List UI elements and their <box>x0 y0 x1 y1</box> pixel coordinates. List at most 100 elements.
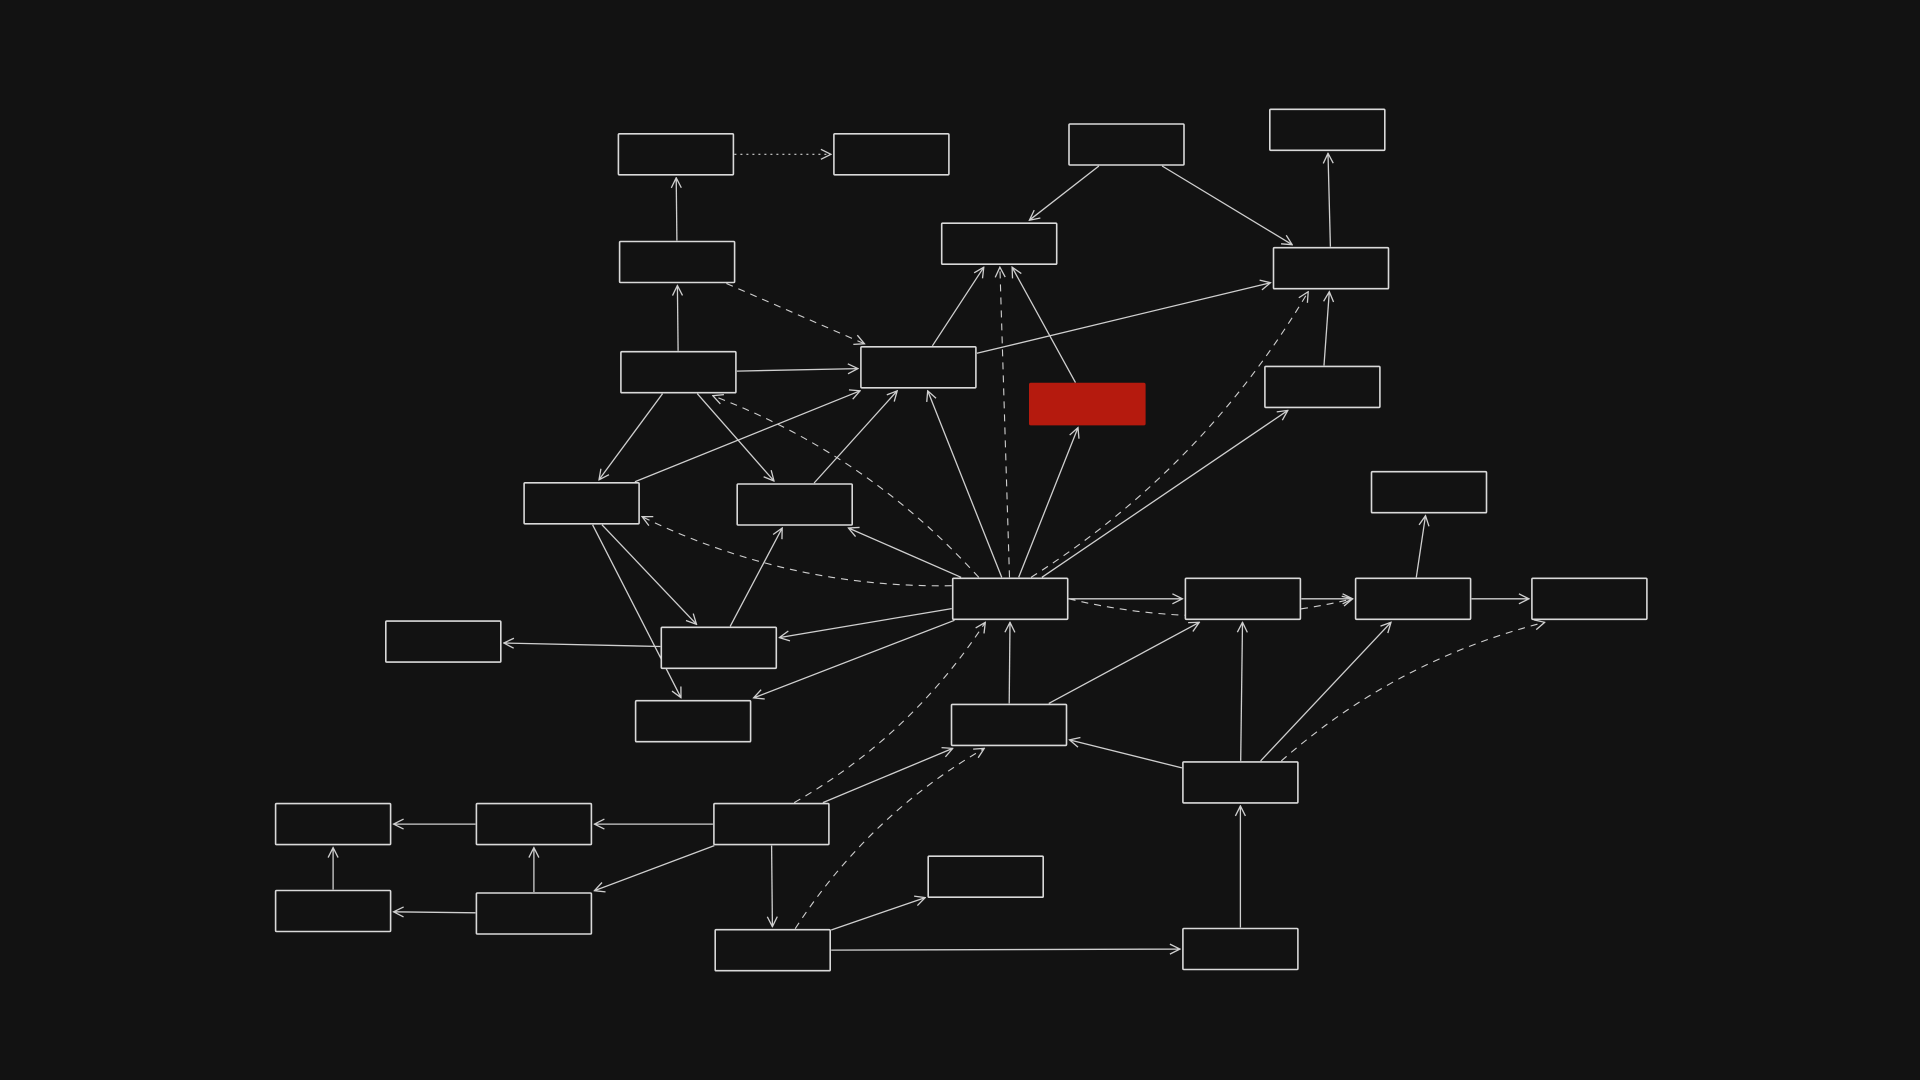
node-box[interactable] <box>618 240 736 284</box>
node-rect <box>475 892 593 935</box>
node-box[interactable] <box>1184 577 1302 621</box>
node-rect <box>1184 577 1302 621</box>
edge-n9-n6 <box>931 267 983 347</box>
edge-n30-n31 <box>830 898 925 931</box>
node-rect <box>384 620 502 663</box>
node-box[interactable] <box>950 703 1068 747</box>
node-rect <box>1269 108 1386 152</box>
edge-n16-n11 <box>1018 428 1078 578</box>
node-box[interactable] <box>833 133 950 176</box>
node-box[interactable] <box>1264 365 1381 409</box>
node-box[interactable] <box>617 133 735 176</box>
node-box[interactable] <box>736 483 854 526</box>
edge-n9-n7 <box>976 283 1271 354</box>
node-rect <box>860 345 977 389</box>
highlighted-node[interactable] <box>1029 382 1146 426</box>
node-box[interactable] <box>274 889 392 933</box>
node-rect <box>1182 927 1299 971</box>
node-rect <box>713 802 830 846</box>
edge-n16-n21 <box>779 607 952 638</box>
node-box[interactable] <box>1182 761 1299 804</box>
edge-n27-n23 <box>822 748 953 804</box>
node-box[interactable] <box>1354 577 1472 621</box>
edge-n29-n28 <box>394 912 476 913</box>
node-rect <box>620 350 737 394</box>
node-box[interactable] <box>1269 108 1386 152</box>
node-box[interactable] <box>523 481 640 525</box>
node-box[interactable] <box>475 892 593 935</box>
edge-n27-n29 <box>594 844 715 891</box>
node-rect <box>951 577 1069 621</box>
node-box[interactable] <box>1370 470 1488 514</box>
edge-n21-n14 <box>729 528 782 627</box>
node-box[interactable] <box>660 626 778 670</box>
node-rect <box>950 703 1068 747</box>
edge-n16-n22 <box>754 619 955 698</box>
node-rect <box>274 889 392 933</box>
node-rect <box>634 699 752 743</box>
node-box[interactable] <box>860 345 977 389</box>
edge-n16-n8 <box>713 396 980 578</box>
edge-n18-n15 <box>1415 516 1425 578</box>
edge-n21-n20 <box>504 643 661 647</box>
node-rect <box>940 222 1058 265</box>
edge-n8-n13 <box>599 393 664 480</box>
node-box[interactable] <box>1531 577 1648 621</box>
node-rect <box>660 626 778 670</box>
node-box[interactable] <box>713 802 830 846</box>
node-rect <box>1272 246 1390 290</box>
edge-n8-n9 <box>736 369 858 372</box>
edge-n3-n6 <box>1029 165 1100 220</box>
node-rect <box>1029 382 1146 426</box>
edge-n24-n19 <box>1280 622 1544 762</box>
edge-n11-n6 <box>1012 267 1077 383</box>
node-box[interactable] <box>620 350 737 394</box>
node-rect <box>927 855 1045 899</box>
edge-n16-n14 <box>848 528 962 578</box>
node-rect <box>523 481 640 525</box>
node-rect <box>1370 470 1488 514</box>
edge-n23-n17 <box>1048 622 1200 704</box>
edge-n13-n21 <box>601 524 697 625</box>
edge-n16-n13 <box>642 517 952 587</box>
edge-n30-n23 <box>794 748 984 929</box>
node-rect <box>1264 365 1381 409</box>
edge-n27-n16 <box>793 622 985 804</box>
nodes-layer <box>274 108 1648 972</box>
edge-n5-n1 <box>676 178 677 241</box>
node-rect <box>274 802 392 846</box>
node-rect <box>833 133 950 176</box>
edge-n16-n10 <box>1041 410 1288 578</box>
edge-n23-n16 <box>1009 622 1010 704</box>
edge-n24-n23 <box>1070 740 1183 769</box>
node-box[interactable] <box>951 577 1069 621</box>
edge-n8-n14 <box>696 393 774 481</box>
node-rect <box>1068 123 1185 166</box>
edge-n30-n32 <box>831 949 1180 950</box>
node-box[interactable] <box>714 928 832 972</box>
edge-n16-n9 <box>928 391 1003 578</box>
edge-n13-n9 <box>634 391 860 483</box>
edge-n3-n7 <box>1161 165 1292 245</box>
edge-n10-n7 <box>1324 292 1329 366</box>
node-box[interactable] <box>927 855 1045 899</box>
node-rect <box>1354 577 1472 621</box>
node-rect <box>714 928 832 972</box>
edges-layer <box>333 153 1545 950</box>
node-box[interactable] <box>634 699 752 743</box>
edge-n8-n5 <box>677 286 678 351</box>
node-rect <box>618 240 736 284</box>
node-box[interactable] <box>1068 123 1185 166</box>
edge-n24-n18 <box>1260 622 1391 762</box>
node-box[interactable] <box>940 222 1058 265</box>
node-box[interactable] <box>1182 927 1299 971</box>
node-box[interactable] <box>274 802 392 846</box>
edge-n24-n17 <box>1241 622 1243 761</box>
node-box[interactable] <box>384 620 502 663</box>
edge-n14-n9 <box>813 391 897 484</box>
node-box[interactable] <box>475 802 593 846</box>
edge-n7-n4 <box>1328 153 1330 247</box>
node-box[interactable] <box>1272 246 1390 290</box>
